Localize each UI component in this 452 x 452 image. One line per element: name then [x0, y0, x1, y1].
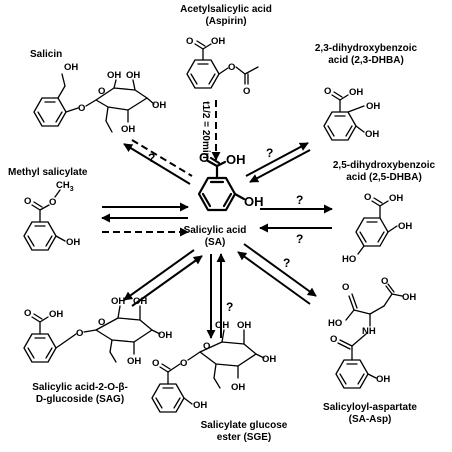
aspirin-o-ester: O: [228, 62, 235, 73]
sa-o-carbonyl: O: [199, 150, 209, 165]
dhba23-oh-acid: OH: [349, 87, 363, 98]
dhba25-structure: O OH OH HO: [342, 192, 412, 265]
sge-unknown-mark: ?: [226, 300, 233, 314]
dhba23-to-sa-arrow: [249, 149, 311, 183]
salicin-oh-4: OH: [121, 124, 135, 135]
dhba23-oh-1: OH: [366, 101, 380, 112]
sag-oh-acid: OH: [49, 309, 63, 320]
methyl-salicylate-structure: O O CH3 OH: [23, 180, 80, 251]
sag-oh-4: OH: [127, 356, 141, 367]
salicin-oh-1: OH: [107, 70, 121, 81]
sag-o-ring: O: [98, 317, 105, 328]
sge-o-ring: O: [203, 341, 210, 352]
dhba25-unknown-mark-top: ?: [296, 193, 303, 207]
salicin-o-ring: O: [98, 86, 105, 97]
aspirin-oh: OH: [211, 36, 225, 47]
dhba25-oh-acid: OH: [389, 193, 403, 204]
sge-oh-2: OH: [237, 320, 251, 331]
dhba23-unknown-mark: ?: [266, 146, 273, 160]
sa-asp-unknown-mark: ?: [283, 256, 290, 270]
sa-asp-oh-phenol: OH: [376, 374, 390, 385]
sa-to-sa-asp-arrow: [243, 243, 317, 297]
salicin-oh-3: OH: [152, 100, 166, 111]
salicin-oh-ch2: OH: [64, 62, 78, 73]
salicin-name: Salicin: [30, 49, 62, 60]
dhba23-structure: O OH OH OH: [323, 86, 380, 141]
dhba25-name-line2: acid (2,5-DHBA): [346, 172, 422, 183]
sge-structure: O O O OH OH OH OH OH: [151, 320, 276, 413]
dhba23-name-line1: 2,3-dihydroxybenzoic: [315, 43, 418, 54]
dhba23-name-line2: acid (2,3-DHBA): [328, 55, 404, 66]
methyl-salicylate-name: Methyl salicylate: [8, 167, 88, 178]
salicin-unknown-mark: ?: [148, 151, 155, 165]
salicin-structure: OH O O OH OH OH OH: [33, 62, 166, 135]
salicin-sa-arrow-solid: [123, 143, 191, 185]
dhba25-name-line1: 2,5-dihydroxybenzoic: [333, 160, 436, 171]
sa-asp-nh: NH: [362, 326, 376, 337]
methyl-salicylate-o-ester: O: [49, 197, 56, 208]
sa-asp-o-amide: O: [330, 334, 337, 345]
sag-to-sa-arrow: [131, 255, 203, 307]
sa-abbr: (SA): [205, 237, 226, 248]
salicin-oh-2: OH: [126, 70, 140, 81]
aspirin-o-carbonyl: O: [186, 36, 193, 47]
sag-o: O: [24, 308, 31, 319]
sge-o-link: O: [180, 358, 187, 369]
sa-asp-ho: HO: [328, 318, 342, 329]
sge-o-carbonyl: O: [152, 358, 159, 369]
aspirin-abbr: (Aspirin): [205, 16, 246, 27]
salicylic-acid-structure: O OH OH: [197, 150, 264, 212]
dhba25-o: O: [364, 192, 371, 203]
dhba23-oh-2: OH: [365, 129, 379, 140]
sa-to-dhba23-arrow: [245, 142, 309, 177]
sag-name-line1: Salicylic acid-2-O-β-: [32, 382, 128, 393]
sa-asp-o-2: O: [381, 276, 388, 287]
aspirin-name: Acetylsalicylic acid: [180, 4, 272, 15]
sa-asp-name-line2: (SA-Asp): [349, 414, 392, 425]
sa-asp-to-sa-arrow: [237, 251, 311, 305]
sa-asp-structure: O HO O OH NH O OH: [328, 276, 416, 389]
sa-oh-phenol: OH: [244, 194, 264, 209]
dhba25-oh-2: OH: [398, 221, 412, 232]
methyl-salicylate-ch3: CH3: [56, 180, 74, 193]
aspirin-o-acetyl: O: [243, 86, 250, 97]
salicin-sa-arrow-dashed: [131, 139, 193, 177]
sag-name-line2: D-glucoside (SAG): [36, 394, 124, 405]
sge-oh-1: OH: [215, 320, 229, 331]
sa-asp-o-1: O: [342, 282, 349, 293]
sa-name: Salicylic acid: [184, 225, 247, 236]
sag-oh-2: OH: [133, 296, 147, 307]
sge-name-line1: Salicylate glucose: [201, 420, 288, 431]
salicin-o-link: O: [78, 103, 85, 114]
sag-o-link: O: [76, 328, 83, 339]
sa-asp-name-line1: Salicyloyl-aspartate: [323, 402, 417, 413]
dhba23-o: O: [324, 86, 331, 97]
sag-structure: O OH O O OH OH OH OH: [23, 296, 172, 367]
sa-asp-oh: OH: [402, 292, 416, 303]
sag-oh-1: OH: [111, 296, 125, 307]
methyl-salicylate-o-carbonyl: O: [24, 196, 31, 207]
sag-oh-3: OH: [158, 330, 172, 341]
aspirin-structure: O OH O O: [186, 36, 259, 97]
methyl-salicylate-oh: OH: [66, 237, 80, 248]
dhba25-ho-5: HO: [342, 254, 356, 265]
sge-oh-4: OH: [231, 382, 245, 393]
sa-to-sag-arrow: [123, 249, 195, 301]
sge-name-line2: ester (SGE): [217, 432, 271, 443]
sa-oh-acid: OH: [226, 152, 246, 167]
sge-oh-3: OH: [262, 354, 276, 365]
sge-oh-phenol: OH: [193, 400, 207, 411]
dhba25-unknown-mark-bottom: ?: [296, 232, 303, 246]
aspirin-half-life: t1/2 = 20min: [200, 101, 211, 159]
